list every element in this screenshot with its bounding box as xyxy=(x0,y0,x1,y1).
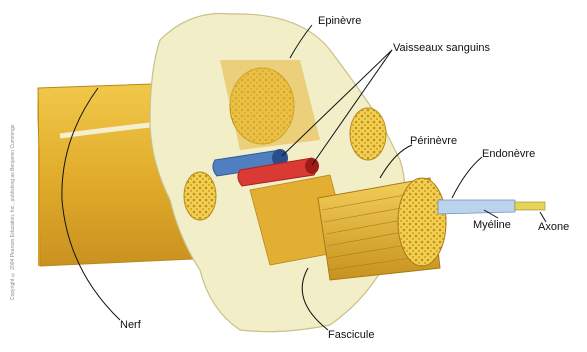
label-myeline: Myéline xyxy=(473,219,511,231)
label-fascicule: Fascicule xyxy=(328,329,374,341)
copyright-notice: Copyright © 2004 Pearson Education, Inc.… xyxy=(10,40,20,300)
label-epinevre: Epinèvre xyxy=(318,15,361,27)
label-vaisseaux: Vaisseaux sanguins xyxy=(393,42,490,54)
artery-lumen xyxy=(305,158,319,174)
label-endonevre: Endonèvre xyxy=(482,148,535,160)
myelin-sheath xyxy=(438,200,515,214)
leader-endonevre xyxy=(452,157,482,198)
fascicle-section-2 xyxy=(350,108,386,160)
fascicle-section-3 xyxy=(184,172,216,220)
label-perinevre: Périnèvre xyxy=(410,135,457,147)
label-axone: Axone xyxy=(538,221,569,233)
axon xyxy=(515,202,545,210)
fascicle-end-section xyxy=(398,178,446,266)
label-nerf: Nerf xyxy=(120,319,141,331)
